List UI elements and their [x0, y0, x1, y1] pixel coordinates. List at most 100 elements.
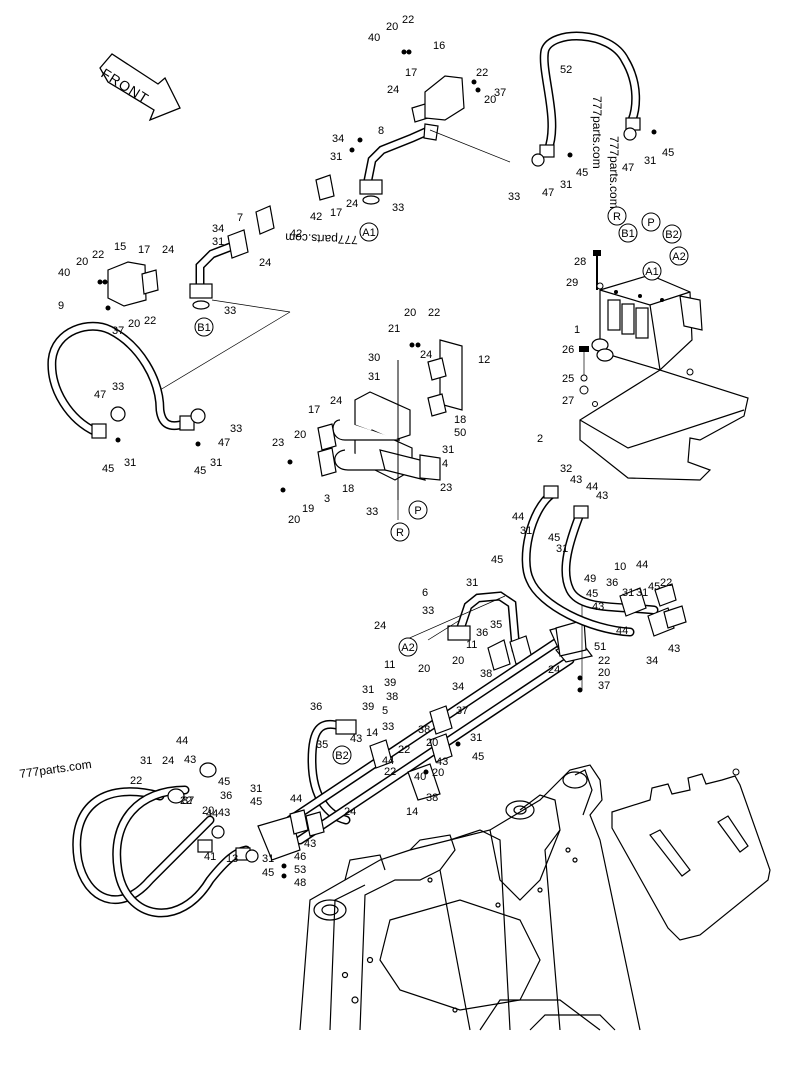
part-number: 43: [668, 643, 680, 655]
part-number: 31: [636, 587, 648, 599]
part-number: 48: [294, 877, 306, 889]
part-number: 5: [382, 705, 388, 717]
part-number: 23: [272, 437, 284, 449]
part-number: 43: [350, 733, 362, 745]
part-number: 45: [648, 581, 660, 593]
part-number: 31: [470, 732, 482, 744]
port-label: A2: [669, 246, 689, 266]
part-number: 31: [212, 236, 224, 248]
part-number: 31: [560, 179, 572, 191]
part-number: 14: [406, 806, 418, 818]
part-number: 31: [250, 783, 262, 795]
part-number: 22: [92, 249, 104, 261]
cover-plate: [611, 768, 771, 941]
part-number: 20: [404, 307, 416, 319]
svg-text:A1: A1: [362, 227, 375, 239]
port-labels: R B1 P B2 A1 A2 A1 B1 R P A2 B2: [194, 206, 689, 765]
hose-9: [47, 321, 206, 439]
part-number: 17: [138, 244, 150, 256]
svg-text:P: P: [647, 217, 654, 229]
part-number: 31: [622, 587, 634, 599]
part-number: 34: [452, 681, 464, 693]
fasteners: [97, 49, 657, 879]
part-number: 20: [426, 737, 438, 749]
part-number: 24: [344, 806, 356, 818]
part-number: 24: [259, 257, 271, 269]
part-number: 52: [560, 64, 572, 76]
part-number: 24: [374, 620, 386, 632]
valve-mount-bracket: [579, 368, 749, 481]
part-number: 3: [324, 493, 330, 505]
part-number: 40: [368, 32, 380, 44]
watermark: 777parts.com: [285, 230, 358, 247]
watermark: 777parts.com: [607, 136, 621, 209]
part-number: 20: [76, 256, 88, 268]
part-number: 39: [384, 677, 396, 689]
part-number: 31: [362, 684, 374, 696]
part-number: 47: [218, 437, 230, 449]
part-number: 31: [520, 525, 532, 537]
part-number: 28: [574, 256, 586, 268]
svg-text:B2: B2: [335, 750, 348, 762]
part-number: 31: [140, 755, 152, 767]
part-number: 31: [644, 155, 656, 167]
part-number: 6: [422, 587, 428, 599]
part-number: 38: [426, 792, 438, 804]
part-number: 30: [368, 352, 380, 364]
part-number: 17: [308, 404, 320, 416]
long-tubes: [257, 595, 594, 861]
svg-text:R: R: [613, 211, 621, 223]
part-number: 24: [162, 244, 174, 256]
loader-frame: [299, 764, 641, 1031]
part-number: 31: [368, 371, 380, 383]
part-number: 11: [466, 639, 477, 651]
part-number: 44: [512, 511, 524, 523]
part-number: 18: [342, 483, 354, 495]
part-number: 45: [102, 463, 114, 475]
part-number: 31: [466, 577, 478, 589]
tube-6: [427, 591, 533, 671]
part-number: 24: [420, 349, 432, 361]
part-number: 47: [94, 389, 106, 401]
part-number: 45: [586, 588, 598, 600]
part-number: 33: [230, 423, 242, 435]
part-number: 33: [392, 202, 404, 214]
port-label: B1: [194, 317, 214, 337]
part-number: 31: [210, 457, 222, 469]
part-number: 37: [494, 87, 506, 99]
part-number: 53: [294, 864, 306, 876]
part-number: 47: [542, 187, 554, 199]
port-label: A1: [642, 261, 662, 281]
part-number: 24: [162, 755, 174, 767]
part-number: 43: [184, 754, 196, 766]
part-number: 22: [660, 577, 672, 589]
svg-text:B2: B2: [665, 229, 678, 241]
part-number: 36: [476, 627, 488, 639]
part-number: 22: [144, 315, 156, 327]
part-number: 11: [384, 659, 395, 671]
part-number: 45: [472, 751, 484, 763]
part-number: 43: [304, 838, 316, 850]
svg-text:B1: B1: [621, 228, 634, 240]
part-number: 33: [366, 506, 378, 518]
part-number: 45: [218, 776, 230, 788]
part-number: 42: [290, 228, 302, 240]
part-number: 35: [316, 739, 328, 751]
part-number: 22: [398, 744, 410, 756]
part-number: 40: [414, 771, 426, 783]
part-number: 33: [112, 381, 124, 393]
part-number: 23: [440, 482, 452, 494]
port-label: A1: [359, 222, 379, 242]
svg-text:B1: B1: [197, 322, 210, 334]
part-number: 38: [386, 691, 398, 703]
port-label: R: [607, 206, 627, 226]
watermark: 777parts.com: [18, 757, 92, 781]
part-number: 41: [204, 851, 216, 863]
part-number: 20: [418, 663, 430, 675]
part-numbers: 22 20 40 16 52 17 22 20 37 24 34 8 31 33…: [58, 14, 680, 889]
part-number: 34: [332, 133, 344, 145]
part-number: 43: [570, 474, 582, 486]
part-number: 45: [662, 147, 674, 159]
part-number: 24: [548, 664, 560, 676]
